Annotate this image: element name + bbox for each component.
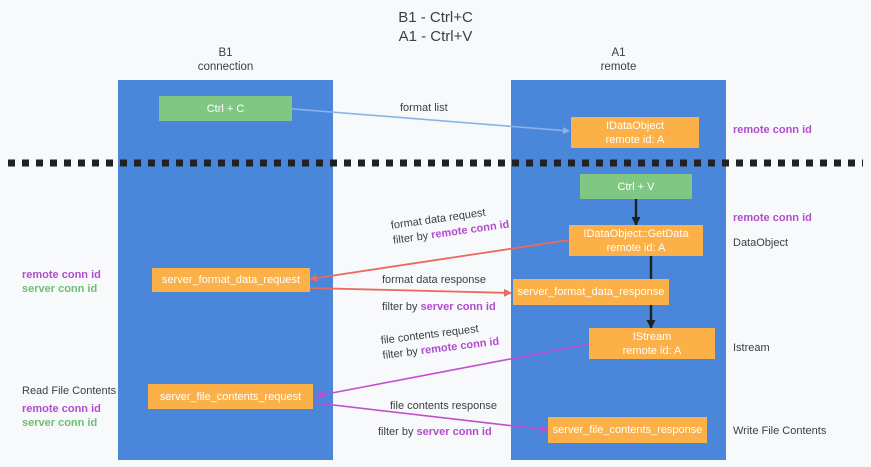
right-label-remote-conn-id-top: remote conn id: [733, 124, 812, 136]
lane-header-b1-name: B1: [218, 47, 233, 59]
left-label-remote-conn-id-1: remote conn id: [22, 269, 101, 281]
node-idataobject-getdata[interactable]: IDataObject::GetData remote id: A: [569, 225, 703, 256]
node-ctrl-v[interactable]: Ctrl + V: [580, 174, 692, 199]
node-server-file-contents-request-label: server_file_contents_request: [159, 390, 302, 403]
filter-key-server-conn-id: server conn id: [416, 426, 492, 438]
label-file-contents-response-filter: filter by server conn id: [378, 425, 497, 440]
label-format-data-response-filter: filter by server conn id: [382, 300, 496, 315]
label-file-contents-request-group: file contents request filter by remote c…: [380, 320, 500, 364]
node-idataobject[interactable]: IDataObject remote id: A: [571, 117, 699, 148]
label-format-data-response: format data response: [382, 274, 486, 286]
node-server-format-data-response[interactable]: server_format_data_response: [513, 279, 669, 305]
lane-header-a1-name: A1: [611, 47, 626, 59]
lane-header-b1: B1 connection: [118, 46, 333, 74]
label-format-data-request-group: format data request filter by remote con…: [390, 203, 510, 249]
node-server-file-contents-request[interactable]: server_file_contents_request: [148, 384, 313, 409]
node-idataobject-remote-id: remote id: A: [605, 133, 665, 146]
lane-header-b1-sub: connection: [197, 61, 254, 73]
node-istream-label: IStream: [632, 330, 672, 343]
right-label-remote-conn-id-mid: remote conn id: [733, 212, 812, 224]
filter-prefix: filter by: [381, 345, 422, 362]
page-title: B1 - Ctrl+C A1 - Ctrl+V: [0, 8, 871, 46]
right-label-istream: Istream: [733, 342, 770, 354]
left-label-remote-conn-id-2: remote conn id: [22, 403, 101, 415]
node-istream-remote-id: remote id: A: [622, 344, 682, 357]
label-format-list: format list: [400, 102, 448, 114]
title-line-1: B1 - Ctrl+C: [398, 9, 473, 26]
node-server-file-contents-response-label: server_file_contents_response: [552, 424, 703, 436]
filter-prefix: filter by: [392, 229, 433, 247]
node-server-format-data-request-label: server_format_data_request: [161, 274, 301, 286]
label-file-contents-response-group: file contents response filter by server …: [378, 399, 498, 440]
node-server-format-data-request[interactable]: server_format_data_request: [152, 268, 310, 292]
node-istream[interactable]: IStream remote id: A: [589, 328, 715, 359]
left-label-read-file-contents: Read File Contents: [22, 385, 117, 397]
node-server-file-contents-response[interactable]: server_file_contents_response: [548, 417, 707, 443]
right-label-dataobject: DataObject: [733, 237, 789, 249]
filter-prefix: filter by: [378, 426, 417, 438]
node-getdata-remote-id: remote id: A: [606, 241, 666, 254]
right-label-write-file-contents: Write File Contents: [733, 425, 827, 437]
filter-prefix: filter by: [382, 301, 421, 313]
label-file-contents-response: file contents response: [390, 400, 498, 412]
node-idataobject-label: IDataObject: [605, 119, 665, 132]
lane-header-a1-sub: remote: [600, 61, 637, 73]
label-format-data-response-group: format data response filter by server co…: [382, 273, 496, 315]
left-label-server-conn-id-1: server conn id: [22, 283, 98, 295]
node-ctrl-v-label: Ctrl + V: [617, 180, 655, 193]
node-getdata-label: IDataObject::GetData: [583, 227, 689, 240]
filter-key-server-conn-id: server conn id: [420, 301, 496, 313]
lane-header-a1: A1 remote: [511, 46, 726, 74]
node-ctrl-c-label: Ctrl + C: [206, 102, 245, 115]
node-server-format-data-response-label: server_format_data_response: [517, 286, 665, 298]
left-label-server-conn-id-2: server conn id: [22, 417, 98, 429]
node-ctrl-c[interactable]: Ctrl + C: [159, 96, 292, 121]
title-line-2: A1 - Ctrl+V: [398, 28, 473, 45]
